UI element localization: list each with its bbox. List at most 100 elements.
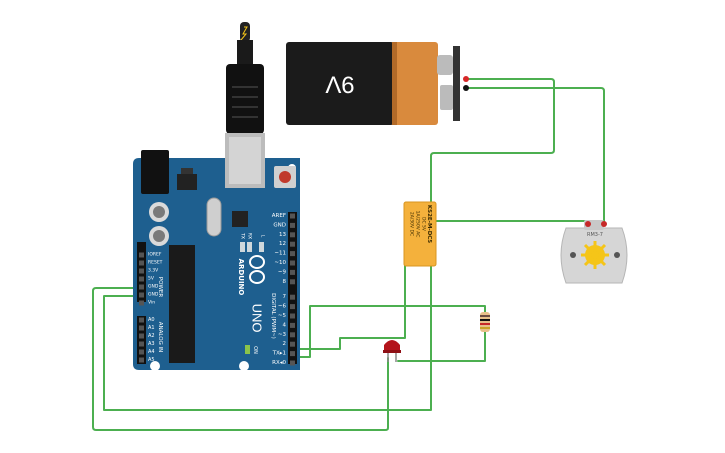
motor-terminal-right[interactable]	[601, 221, 607, 227]
mounting-hole	[239, 361, 249, 371]
power-pin-label: Vin	[148, 300, 155, 306]
digital-pin-label: 4	[283, 322, 287, 328]
motor-label: RM3-7	[587, 232, 603, 238]
digital-pin-socket[interactable]	[290, 294, 295, 300]
analog-pin-label: A4	[148, 349, 155, 355]
analog-pin-socket[interactable]	[139, 317, 144, 323]
dc-motor[interactable]: RM3-7	[560, 220, 628, 284]
wire-pin1-relay[interactable]	[295, 265, 406, 350]
analog-pin-label: A3	[148, 341, 155, 347]
power-pin-socket[interactable]	[139, 284, 144, 290]
power-header-label: POWER	[157, 277, 163, 298]
digital-pin-label: ~6	[278, 304, 287, 310]
relay-label-line: DC 5V	[421, 217, 427, 232]
digital-pin-socket[interactable]	[290, 322, 295, 328]
analog-pin-socket[interactable]	[139, 341, 144, 347]
led-label: RX	[247, 233, 253, 239]
led-label: L	[260, 235, 266, 238]
wire-led-gnd[interactable]	[92, 287, 389, 431]
power-pin-label: RESET	[148, 260, 163, 266]
digital-pin-socket[interactable]	[290, 313, 295, 319]
brand-label: ARDUINO	[237, 259, 245, 296]
analog-pin-socket[interactable]	[139, 349, 144, 355]
power-pin-label: GND	[148, 292, 159, 298]
digital-pin-socket[interactable]	[290, 222, 295, 228]
power-bolt-icon	[240, 26, 248, 41]
digital-pin-socket[interactable]	[290, 351, 295, 357]
digital-pin-socket[interactable]	[290, 332, 295, 338]
microcontroller-chip	[169, 245, 195, 363]
motor-terminal-left[interactable]	[585, 221, 591, 227]
analog-pin-label: A0	[148, 317, 155, 323]
battery-label: 9V	[325, 71, 354, 98]
power-pin-socket[interactable]	[139, 268, 144, 274]
digital-pin-label: ~5	[278, 313, 287, 319]
digital-pin-label: 8	[283, 279, 287, 285]
relay-label-line: 2A/30V DC	[409, 212, 415, 236]
wire-relay-motor[interactable]	[435, 220, 589, 227]
power-pin-socket[interactable]	[139, 300, 144, 306]
power-pin-label: 5V	[148, 276, 155, 282]
battery-terminal-positive[interactable]	[463, 76, 469, 82]
digital-pin-socket[interactable]	[290, 232, 295, 238]
analog-header	[137, 316, 146, 364]
resistor[interactable]	[480, 312, 490, 332]
digital-pin-socket[interactable]	[290, 279, 295, 285]
motor-gear-icon	[581, 241, 609, 269]
usb-cable[interactable]	[226, 22, 264, 134]
digital-pin-label: AREF	[272, 213, 286, 219]
analog-pin-socket[interactable]	[139, 325, 144, 331]
led-tx	[240, 242, 245, 252]
power-pin-socket[interactable]	[139, 260, 144, 266]
power-pin-label: IOREF	[148, 252, 162, 258]
power-pin-label: GND	[148, 284, 159, 290]
wire-relay-gnd[interactable]	[103, 265, 432, 411]
digital-pin-label: ~9	[278, 269, 287, 275]
wire-pin0-resistor[interactable]	[295, 305, 486, 358]
power-pin-socket[interactable]	[139, 276, 144, 282]
analog-pin-socket[interactable]	[139, 357, 144, 363]
digital-pin-label: 2	[283, 341, 287, 347]
digital-pin-socket[interactable]	[290, 304, 295, 310]
mounting-hole	[150, 361, 160, 371]
digital-pin-socket[interactable]	[290, 251, 295, 257]
digital-pin-socket[interactable]	[290, 260, 295, 266]
battery-terminal-negative[interactable]	[463, 85, 469, 91]
infinity-logo-icon	[249, 255, 265, 284]
power-pin-list: IOREF RESET 3.3V 5V GND GND Vin	[139, 252, 163, 306]
crystal	[206, 197, 222, 237]
led-rx	[247, 242, 252, 252]
digital-pin-socket[interactable]	[290, 213, 295, 219]
digital-header	[288, 212, 297, 364]
analog-pin-label: A2	[148, 333, 155, 339]
wire-resistor-led[interactable]	[397, 329, 486, 362]
wire-battery-negative[interactable]	[465, 87, 605, 223]
digital-pin-label: ~11	[274, 251, 286, 257]
red-led[interactable]	[383, 340, 401, 362]
analog-pin-socket[interactable]	[139, 333, 144, 339]
power-pin-socket[interactable]	[139, 252, 144, 258]
digital-pin-label: 13	[279, 232, 286, 238]
power-pin-label: 3.3V	[148, 268, 159, 274]
battery-9v[interactable]: 9V	[286, 42, 469, 125]
digital-pin-socket[interactable]	[290, 241, 295, 247]
digital-pin-socket[interactable]	[290, 360, 295, 366]
wire-battery-positive[interactable]	[430, 78, 555, 204]
analog-header-label: ANALOG IN	[157, 322, 163, 353]
digital-header-label: DIGITAL (PWM~)	[270, 293, 276, 339]
digital-pin-socket[interactable]	[290, 341, 295, 347]
digital-pin-label: ~3	[278, 332, 287, 338]
digital-pin-socket[interactable]	[290, 269, 295, 275]
power-pin-socket[interactable]	[139, 292, 144, 298]
digital-pin-label: 7	[283, 294, 287, 300]
digital-pin-label: RX◂0	[272, 360, 286, 366]
digital-pin-label: ~10	[274, 260, 286, 266]
digital-pin-label: TX▸1	[272, 351, 286, 357]
on-label: ON	[252, 346, 258, 354]
